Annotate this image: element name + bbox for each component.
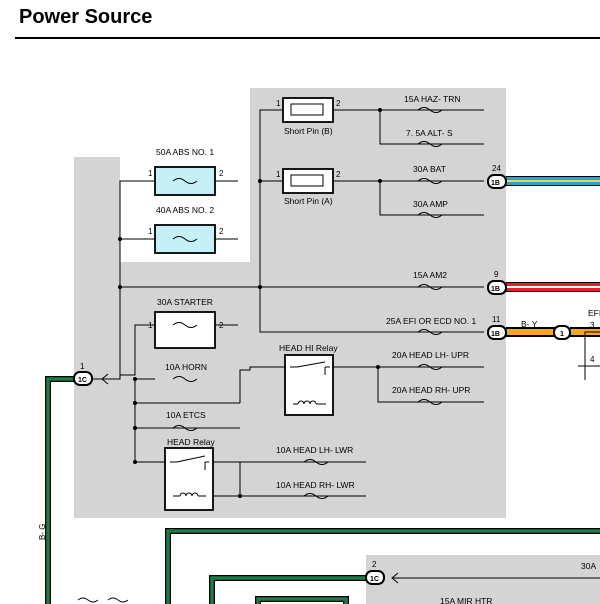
relay-head-hi-label: HEAD HI Relay bbox=[279, 343, 338, 353]
fuse-alt-label: 7. 5A ALT- S bbox=[406, 128, 453, 138]
fuse-haz-label: 15A HAZ- TRN bbox=[404, 94, 461, 104]
fuse-bat-label: 30A BAT bbox=[413, 164, 446, 174]
relay-head bbox=[164, 447, 214, 511]
fuse-abs-no1 bbox=[154, 166, 216, 196]
svg-text:1C: 1C bbox=[370, 576, 379, 583]
fuse-abs-no2-label: 40A ABS NO. 2 bbox=[156, 205, 214, 215]
svg-text:1: 1 bbox=[560, 331, 564, 338]
fuse-horn-label: 10A HORN bbox=[165, 362, 207, 372]
pin-spa-2: 2 bbox=[336, 170, 341, 179]
pin-11: 11 bbox=[492, 315, 501, 324]
connector-1b-bat: 1B bbox=[487, 174, 507, 189]
relay-head-hi bbox=[284, 354, 334, 416]
svg-text:1B: 1B bbox=[491, 331, 500, 338]
pin-efi-3: 3 bbox=[590, 321, 595, 330]
fuse-abs-no1-label: 50A ABS NO. 1 bbox=[156, 147, 214, 157]
fuse-starter bbox=[154, 311, 216, 349]
short-pin-b-label: Short Pin (B) bbox=[284, 126, 333, 136]
pin-abs1-1: 1 bbox=[148, 169, 153, 178]
connector-1c-lower: 1C bbox=[365, 570, 385, 585]
pin-starter-1: 1 bbox=[148, 321, 153, 330]
fuse-panel-lower bbox=[366, 555, 600, 604]
fuse-efi-label: 25A EFI OR ECD NO. 1 bbox=[386, 316, 476, 326]
svg-text:1B: 1B bbox=[491, 180, 500, 187]
short-pin-a-label: Short Pin (A) bbox=[284, 196, 333, 206]
relay-head-label: HEAD Relay bbox=[167, 437, 215, 447]
pin-1c-1: 1 bbox=[80, 362, 85, 371]
fuse-abs-no2 bbox=[154, 224, 216, 254]
page-title: Power Source bbox=[19, 6, 153, 28]
pin-spa-1: 1 bbox=[276, 170, 281, 179]
title-rule bbox=[15, 37, 600, 39]
pin-spb-1: 1 bbox=[276, 99, 281, 108]
wire-color-bg: B- G bbox=[38, 524, 47, 540]
connector-1b-am2: 1B bbox=[487, 280, 507, 295]
connector-1-inline: 1 bbox=[553, 325, 571, 340]
fuse-am2-label: 15A AM2 bbox=[413, 270, 447, 280]
pin-abs2-2: 2 bbox=[219, 227, 224, 236]
wire-bg-green bbox=[45, 376, 600, 604]
fuse-panel-main bbox=[74, 88, 506, 518]
wire-bat-output bbox=[506, 176, 600, 186]
efi-label: EFI bbox=[588, 308, 600, 318]
junction-dots bbox=[118, 108, 382, 498]
fuse-amp-label: 30A AMP bbox=[413, 199, 448, 209]
fuse-mir-htr-label: 15A MIR HTR bbox=[440, 596, 492, 604]
wire-am2-output bbox=[506, 282, 600, 292]
efi-relay-edge bbox=[578, 331, 600, 380]
fuse-head-rh-upr-label: 20A HEAD RH- UPR bbox=[392, 385, 470, 395]
wire-color-by: B- Y bbox=[521, 319, 538, 329]
pin-abs2-1: 1 bbox=[148, 227, 153, 236]
fuse-head-rh-lwr-label: 10A HEAD RH- LWR bbox=[276, 480, 355, 490]
svg-text:1C: 1C bbox=[78, 377, 87, 384]
fuse-30a-bottom-label: 30A bbox=[581, 561, 596, 571]
ground-squiggle bbox=[77, 597, 129, 603]
short-pin-a bbox=[282, 168, 334, 194]
fuse-head-lh-lwr-label: 10A HEAD LH- LWR bbox=[276, 445, 353, 455]
pin-spb-2: 2 bbox=[336, 99, 341, 108]
fuse-starter-label: 30A STARTER bbox=[157, 297, 213, 307]
pin-9: 9 bbox=[494, 270, 499, 279]
pin-starter-2: 2 bbox=[219, 321, 224, 330]
svg-text:1B: 1B bbox=[491, 286, 500, 293]
fuse-etcs-label: 10A ETCS bbox=[166, 410, 206, 420]
connector-1c-left: 1C bbox=[73, 371, 93, 386]
short-pin-b bbox=[282, 97, 334, 123]
pin-abs1-2: 2 bbox=[219, 169, 224, 178]
connector-1b-efi: 1B bbox=[487, 325, 507, 340]
fuse-head-lh-upr-label: 20A HEAD LH- UPR bbox=[392, 350, 469, 360]
pin-efi-4: 4 bbox=[590, 355, 595, 364]
pin-1c-2: 2 bbox=[372, 560, 377, 569]
pin-24: 24 bbox=[492, 164, 501, 173]
